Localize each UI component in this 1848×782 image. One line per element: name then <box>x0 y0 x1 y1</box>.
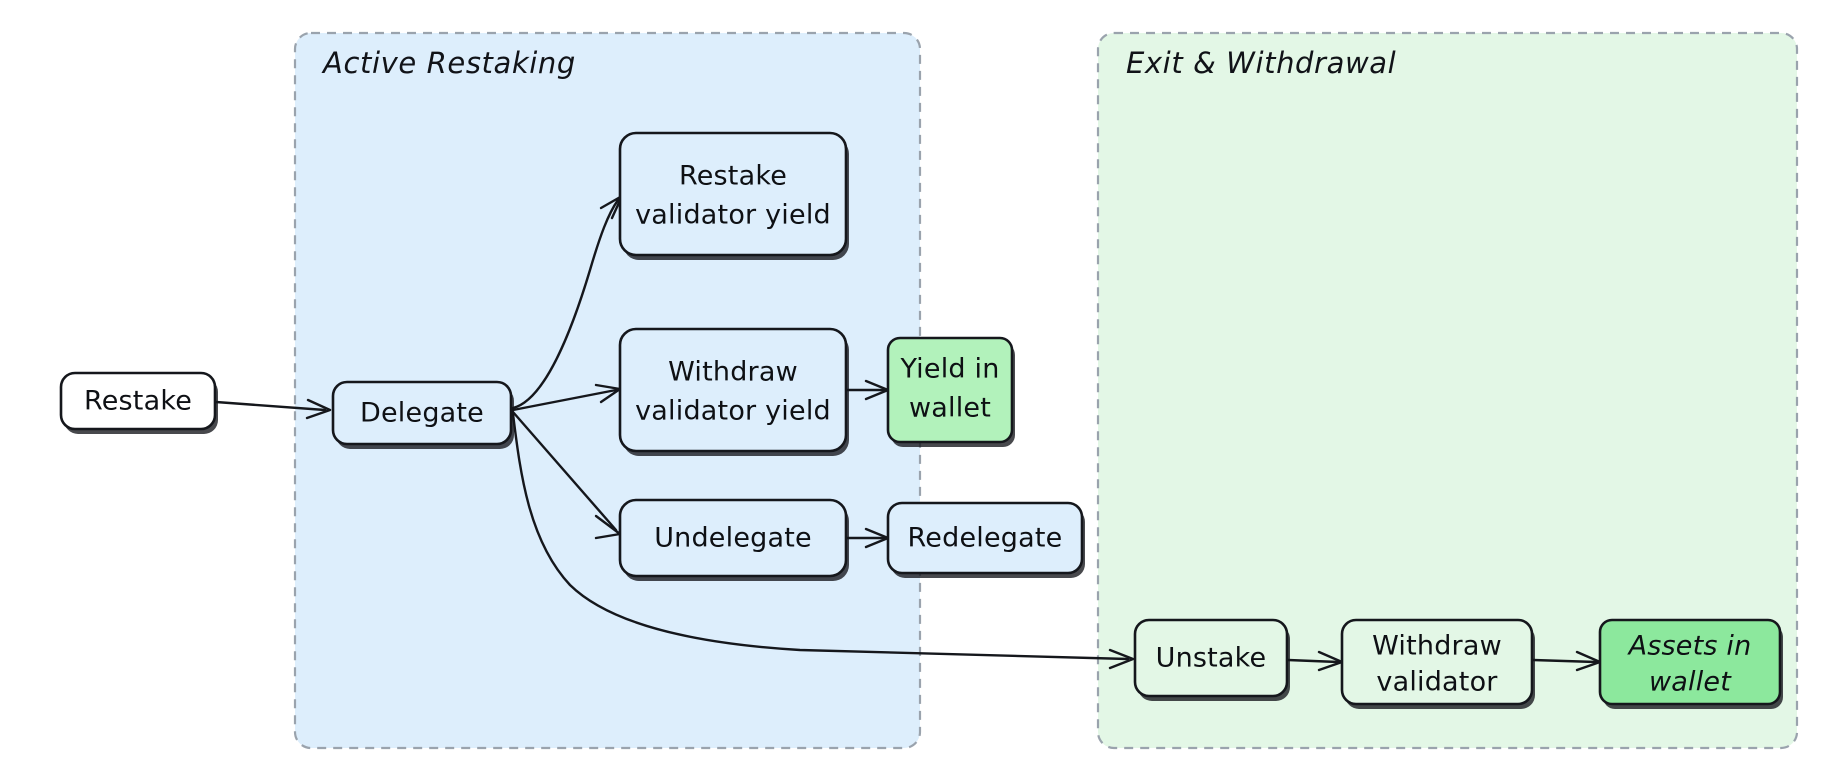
edge-delegate-to-unstake-arrowhead <box>1108 648 1135 670</box>
edge-delegate-to-undelegate-line <box>511 410 618 532</box>
node-redelegate-rect[interactable] <box>886 501 1084 575</box>
edge-delegate-to-unstake-line <box>511 412 1130 661</box>
node-restake-label: Restake <box>84 386 192 417</box>
edge-unstake-to-withdraw-validator-line <box>1286 658 1340 664</box>
node-undelegate-label: Undelegate <box>654 523 812 554</box>
node-redelegate-label: Redelegate <box>908 523 1063 554</box>
edge-restake-to-delegate <box>214 398 332 420</box>
edge-restake-to-delegate-arrowhead <box>305 398 332 420</box>
nodes-layer: Restake Delegate Restake validator yield… <box>59 131 1783 709</box>
node-restake[interactable]: Restake <box>59 371 218 434</box>
node-yield-in-wallet-label-line1: Yield in <box>899 354 999 385</box>
node-redelegate[interactable]: Redelegate <box>886 501 1085 578</box>
node-unstake-label: Unstake <box>1156 643 1267 674</box>
node-withdraw-validator-yield-label-line1: Withdraw <box>668 357 798 388</box>
edge-restake-to-delegate-line <box>214 400 327 412</box>
node-assets-in-wallet-label-line2: wallet <box>1649 667 1732 698</box>
node-restake-rect[interactable] <box>59 371 217 431</box>
cluster-exit-withdrawal-label: Exit & Withdrawal <box>1126 46 1396 80</box>
node-withdraw-validator-yield[interactable]: Withdraw validator yield <box>618 327 849 456</box>
node-withdraw-validator-label-line1: Withdraw <box>1372 631 1502 662</box>
node-delegate-label: Delegate <box>360 398 484 429</box>
node-assets-in-wallet-rect[interactable] <box>1598 618 1782 706</box>
cluster-exit-withdrawal: Exit & Withdrawal <box>1096 31 1799 750</box>
edge-withdraw-validator-to-assets-wallet-line <box>1531 658 1598 664</box>
node-withdraw-validator-rect[interactable] <box>1340 618 1534 706</box>
node-withdraw-validator[interactable]: Withdraw validator <box>1340 618 1535 709</box>
node-delegate-rect[interactable] <box>331 380 513 446</box>
node-delegate[interactable]: Delegate <box>331 380 514 449</box>
edges-layer <box>214 194 1602 672</box>
node-undelegate[interactable]: Undelegate <box>618 498 849 581</box>
node-withdraw-validator-label-line2: validator <box>1376 667 1498 698</box>
edge-delegate-to-unstake <box>511 412 1135 670</box>
node-undelegate-rect[interactable] <box>618 498 848 578</box>
node-unstake-rect[interactable] <box>1133 618 1289 698</box>
node-yield-in-wallet[interactable]: Yield in wallet <box>886 336 1015 447</box>
node-withdraw-validator-yield-label-line2: validator yield <box>635 396 831 427</box>
node-restake-validator-yield[interactable]: Restake validator yield <box>618 131 849 260</box>
edge-delegate-to-withdraw-yield-line <box>511 388 618 412</box>
node-assets-in-wallet-label-line1: Assets in <box>1627 631 1752 662</box>
node-assets-in-wallet[interactable]: Assets in wallet <box>1598 618 1783 709</box>
node-restake-validator-yield-label-line1: Restake <box>679 161 787 192</box>
node-yield-in-wallet-label-line2: wallet <box>909 393 991 424</box>
edge-delegate-to-restake-yield-line <box>511 198 620 410</box>
cluster-active-restaking-label: Active Restaking <box>321 46 576 80</box>
node-withdraw-validator-yield-rect[interactable] <box>618 327 848 453</box>
node-restake-validator-yield-rect[interactable] <box>618 131 848 257</box>
cluster-exit-withdrawal-rect <box>1096 31 1799 750</box>
node-unstake[interactable]: Unstake <box>1133 618 1290 701</box>
node-restake-validator-yield-label-line2: validator yield <box>635 200 831 231</box>
node-yield-in-wallet-rect[interactable] <box>886 336 1014 444</box>
